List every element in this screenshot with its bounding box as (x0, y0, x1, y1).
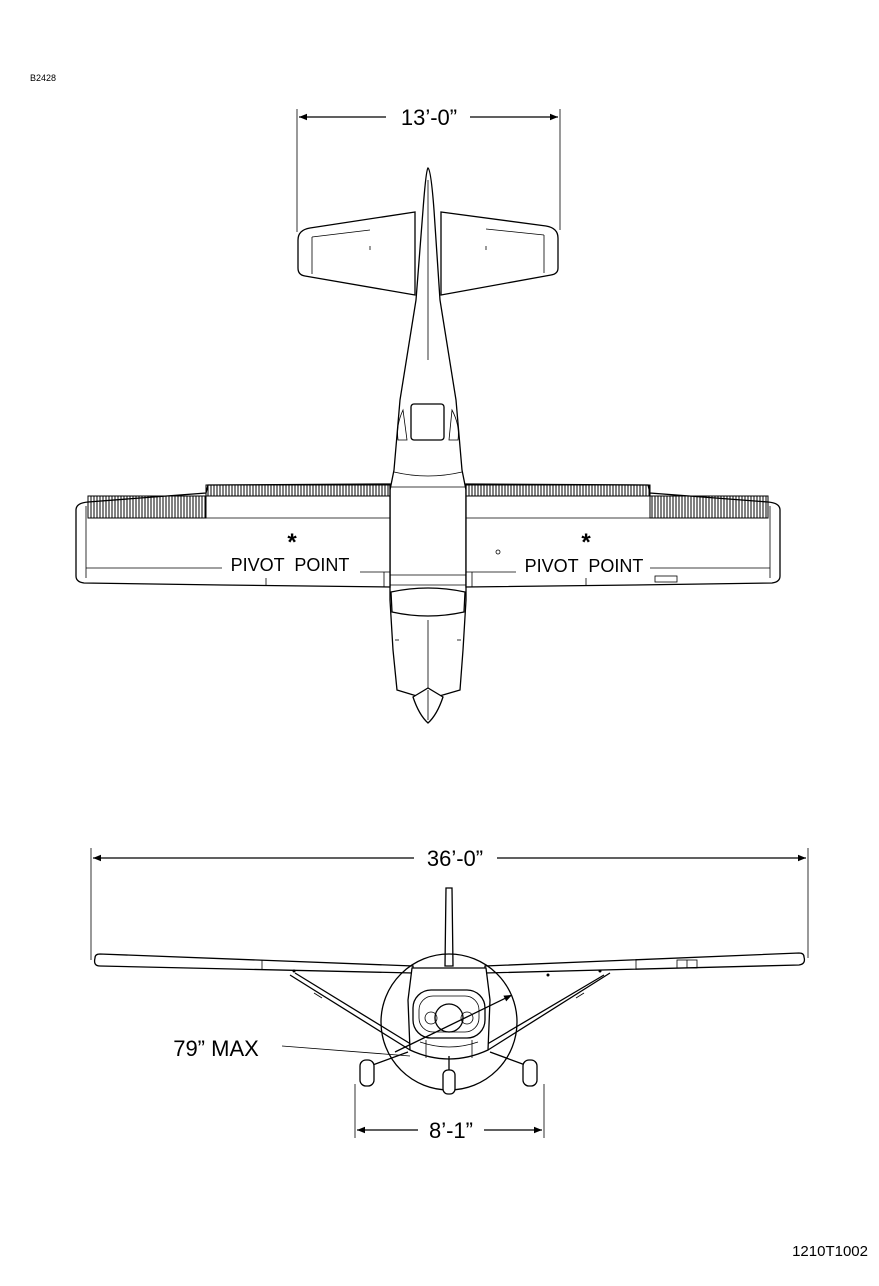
height-max-label: 79” MAX (173, 1036, 259, 1061)
tail-span-label: 13’-0” (401, 105, 457, 130)
pivot-point-left-label: PIVOT POINT (231, 555, 350, 575)
drawing-number: 1210T1002 (792, 1243, 868, 1260)
wing-span-label: 36’-0” (427, 846, 483, 871)
top-view: 13’-0” (75, 105, 781, 724)
wing-span-dimension: 36’-0” (90, 846, 809, 960)
pivot-star-right: * (581, 529, 591, 556)
horizontal-stabilizer (297, 211, 559, 296)
fuselage (389, 167, 467, 724)
height-dimension: 79” MAX (173, 994, 513, 1061)
track-label: 8’-1” (429, 1118, 473, 1143)
pivot-point-right-label: PIVOT POINT (525, 556, 644, 576)
pivot-star-left: * (287, 529, 297, 556)
figure-code: B2428 (30, 73, 56, 83)
wing-struts (289, 972, 611, 1051)
vertical-fin (444, 887, 454, 967)
tail-span-dimension: 13’-0” (296, 105, 561, 232)
front-view: 36’-0” (90, 846, 809, 1143)
landing-gear (359, 1051, 538, 1095)
track-dimension: 8’-1” (354, 1084, 545, 1143)
